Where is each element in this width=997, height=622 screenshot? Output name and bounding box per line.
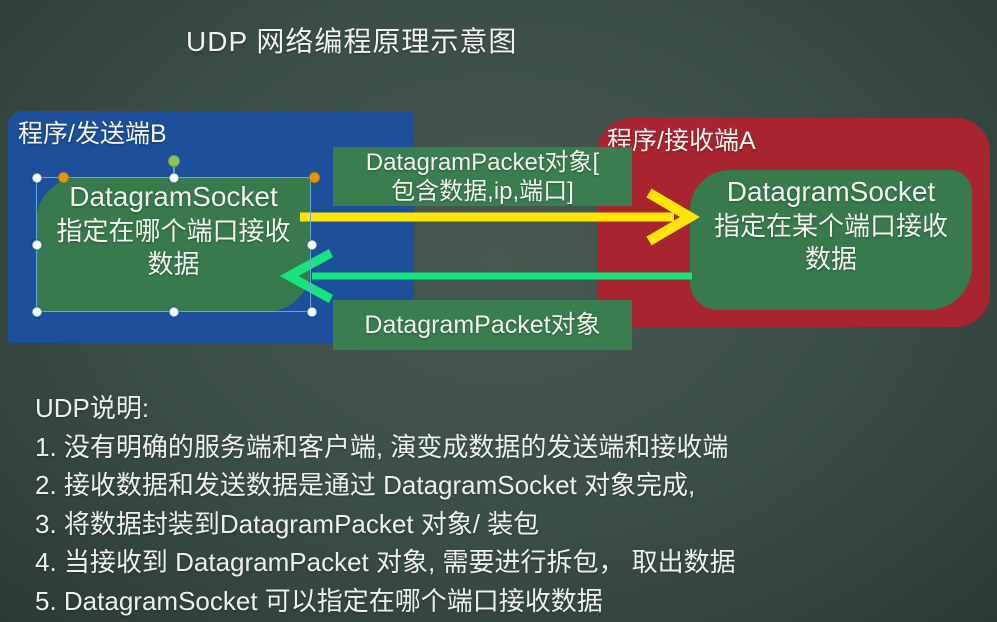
- udp-note-item-2: 2. 接收数据和发送数据是通过 DatagramSocket 对象完成,: [35, 470, 696, 500]
- sender-socket-text-line3: 数据: [147, 249, 200, 279]
- udp-note-item-5: 5. DatagramSocket 可以指定在哪个端口接收数据: [35, 585, 603, 616]
- receive-packet-label-box[interactable]: DatagramPacket对象: [333, 300, 632, 350]
- udp-notes-heading: UDP说明:: [35, 393, 150, 423]
- resize-handle-left-middle[interactable]: [32, 240, 42, 250]
- receiver-socket-text-line1: DatagramSocket: [726, 176, 936, 207]
- receiver-socket-text-line3: 数据: [804, 244, 857, 274]
- resize-handle-top-left[interactable]: [32, 173, 42, 183]
- rotation-handle[interactable]: [168, 155, 180, 167]
- send-packet-label-box[interactable]: DatagramPacket对象[ 包含数据,ip,端口]: [333, 147, 632, 206]
- receiver-socket-text-line2: 指定在某个端口接收: [713, 211, 948, 241]
- resize-handle-right-middle[interactable]: [307, 240, 317, 250]
- receive-packet-label-text: DatagramPacket对象: [364, 311, 601, 339]
- resize-handle-top-middle[interactable]: [169, 173, 179, 183]
- sender-socket-text-line2: 指定在哪个端口接收: [56, 216, 291, 246]
- udp-notes: UDP说明: 1. 没有明确的服务端和客户端, 演变成数据的发送端和接收端 2.…: [35, 389, 736, 620]
- adjust-handle-top-left[interactable]: [58, 172, 69, 183]
- resize-handle-bottom-right[interactable]: [307, 307, 317, 317]
- udp-note-item-1: 1. 没有明确的服务端和客户端, 演变成数据的发送端和接收端: [35, 431, 729, 462]
- send-packet-label-line1: DatagramPacket对象[: [365, 148, 600, 176]
- sender-program-label: 程序/发送端B: [18, 120, 167, 148]
- resize-handle-bottom-left[interactable]: [32, 307, 42, 317]
- send-packet-label-line2: 包含数据,ip,端口]: [391, 177, 574, 205]
- adjust-handle-top-right[interactable]: [309, 172, 320, 183]
- sender-socket-text-line1: DatagramSocket: [69, 181, 278, 212]
- resize-handle-bottom-middle[interactable]: [169, 307, 179, 317]
- udp-note-item-3: 3. 将数据封装到DatagramPacket 对象/ 装包: [35, 508, 540, 539]
- sender-datagram-socket-shape[interactable]: DatagramSocket 指定在哪个端口接收 数据: [36, 177, 311, 312]
- page-title: UDP 网络编程原理示意图: [186, 26, 518, 57]
- receiver-datagram-socket-shape[interactable]: DatagramSocket 指定在某个端口接收 数据: [690, 170, 972, 310]
- udp-note-item-4: 4. 当接收到 DatagramPacket 对象, 需要进行拆包， 取出数据: [35, 547, 736, 577]
